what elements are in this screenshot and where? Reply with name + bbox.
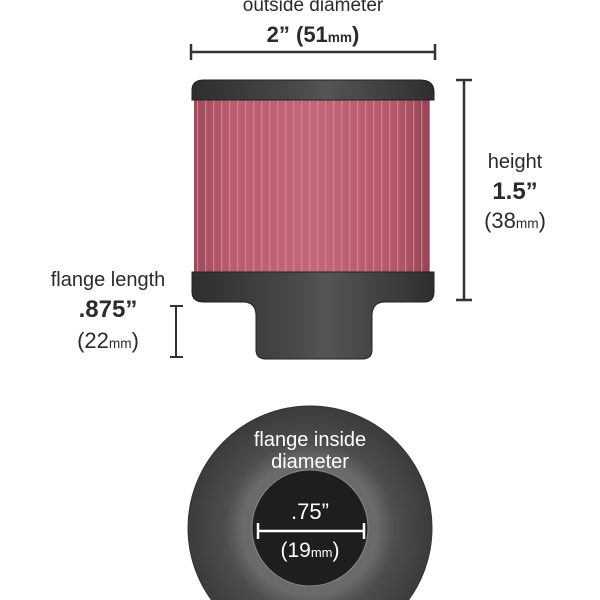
flange-length-mm: (22mm) xyxy=(77,328,139,353)
outside-diameter-mm: (51mm) xyxy=(296,22,360,47)
height-label: height xyxy=(487,151,543,173)
flange-bottom-view xyxy=(187,405,433,600)
inside-diameter-dimension-line xyxy=(256,523,366,539)
height-inches: 1.5” xyxy=(492,178,538,205)
flange-length-inches: .875” xyxy=(78,296,138,323)
outside-diameter-inches: 2” xyxy=(266,22,290,47)
height-mm: (38mm) xyxy=(484,208,546,233)
flange-inside-diameter-inches: .75” xyxy=(291,499,329,524)
flange-length-dimension-line xyxy=(170,305,183,358)
flange-inside-diameter-mm: (19mm) xyxy=(280,539,340,562)
height-dimension-line xyxy=(456,78,472,302)
outside-diameter-label: outside diameter xyxy=(242,0,384,16)
flange-length-label: flange length xyxy=(50,269,166,291)
filter-side-view xyxy=(191,79,435,360)
flange-inside-diameter-label-line1: flange inside xyxy=(253,429,367,451)
outside-diameter-dimension-line xyxy=(189,44,437,60)
outside-diameter-value: 2” (51mm) xyxy=(200,24,426,46)
flange-inside-diameter-label-line2: diameter xyxy=(271,451,349,473)
flange-bore xyxy=(252,470,368,586)
